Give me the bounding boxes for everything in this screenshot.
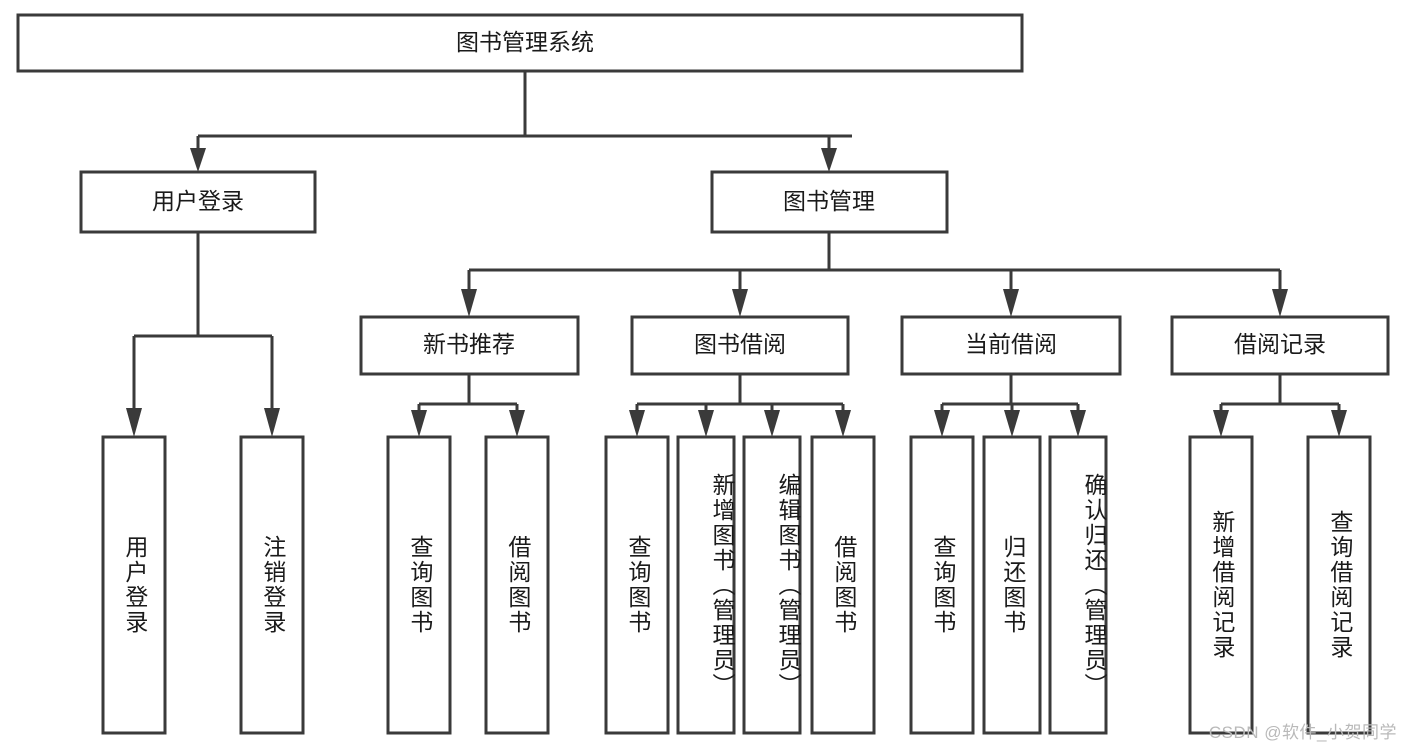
arrow-head-user-login [190,148,206,172]
arrow-head-leaf-borrow-book-2 [835,410,851,437]
node-current-borrow[interactable]: 当前借阅 [900,315,1122,376]
node-root[interactable]: 图书管理系统 [16,13,1024,73]
arrow-head-leaf-edit-book [764,410,780,437]
node-current-borrow-label: 当前借阅 [965,331,1057,357]
arrow-head-leaf-query-record [1331,410,1347,437]
node-new-book-recommend[interactable]: 新书推荐 [359,315,580,376]
connectors-bookmanage-to-level3 [461,232,1288,317]
node-book-manage-box[interactable] [710,170,949,234]
node-book-borrow[interactable]: 图书借阅 [630,315,850,376]
arrow-head-leaf-add-book [698,410,714,437]
node-leaf-confirm-return-box[interactable] [1048,435,1108,735]
node-book-borrow-label: 图书借阅 [694,331,786,357]
leaf-boxes-group [101,435,1372,735]
node-user-login[interactable]: 用户登录 [79,170,317,234]
node-new-book-recommend-box[interactable] [359,315,580,376]
node-user-login-box[interactable] [79,170,317,234]
node-leaf-return-book-box[interactable] [982,435,1042,735]
node-book-manage[interactable]: 图书管理 [710,170,949,234]
arrow-head-borrow-record [1272,289,1288,317]
node-borrow-record[interactable]: 借阅记录 [1170,315,1390,376]
connectors-userlogin-to-leaves [126,232,280,437]
node-leaf-query-book-3-box[interactable] [909,435,975,735]
arrow-head-new-book [461,289,477,317]
node-leaf-query-book-1-box[interactable] [386,435,452,735]
arrow-head-leaf-confirm-return [1070,410,1086,437]
node-leaf-query-record-box[interactable] [1306,435,1372,735]
node-leaf-edit-book-box[interactable] [742,435,802,735]
node-borrow-record-box[interactable] [1170,315,1390,376]
node-leaf-logout-box[interactable] [239,435,305,735]
node-leaf-add-book-box[interactable] [676,435,736,735]
node-leaf-borrow-book-2-box[interactable] [810,435,876,735]
node-leaf-borrow-book-1-box[interactable] [484,435,550,735]
node-leaf-add-record-box[interactable] [1188,435,1254,735]
arrow-head-book-borrow [732,289,748,317]
arrow-head-leaf-return-book [1004,410,1020,437]
arrow-head-leaf-user-login [126,408,142,437]
arrow-head-book-manage [821,148,837,172]
node-new-book-recommend-label: 新书推荐 [423,331,515,357]
node-user-login-label: 用户登录 [152,188,244,214]
arrow-head-leaf-query-book-2 [629,410,645,437]
arrow-head-current-borrow [1003,289,1019,317]
connectors-borrowrecord-to-leaves [1213,374,1347,437]
arrow-head-leaf-query-book-3 [934,410,950,437]
node-leaf-query-book-2-box[interactable] [604,435,670,735]
connectors-currentborrow-to-leaves [934,374,1086,437]
node-borrow-record-label: 借阅记录 [1234,331,1326,357]
node-book-borrow-box[interactable] [630,315,850,376]
node-root-label: 图书管理系统 [456,29,594,55]
node-root-box[interactable] [16,13,1024,73]
arrow-head-leaf-query-book-1 [411,410,427,437]
node-leaf-user-login-box[interactable] [101,435,167,735]
node-current-borrow-box[interactable] [900,315,1122,376]
connectors-root-to-level2 [190,71,852,172]
node-book-manage-label: 图书管理 [783,188,875,214]
arrow-head-leaf-borrow-book-1 [509,410,525,437]
connectors-newbook-to-leaves [411,374,525,437]
arrow-head-leaf-logout [264,408,280,437]
connectors-bookborrow-to-leaves [629,374,851,437]
csdn-watermark: CSDN @软件_小贺同学 [1208,723,1397,742]
arrow-head-leaf-add-record [1213,410,1229,437]
